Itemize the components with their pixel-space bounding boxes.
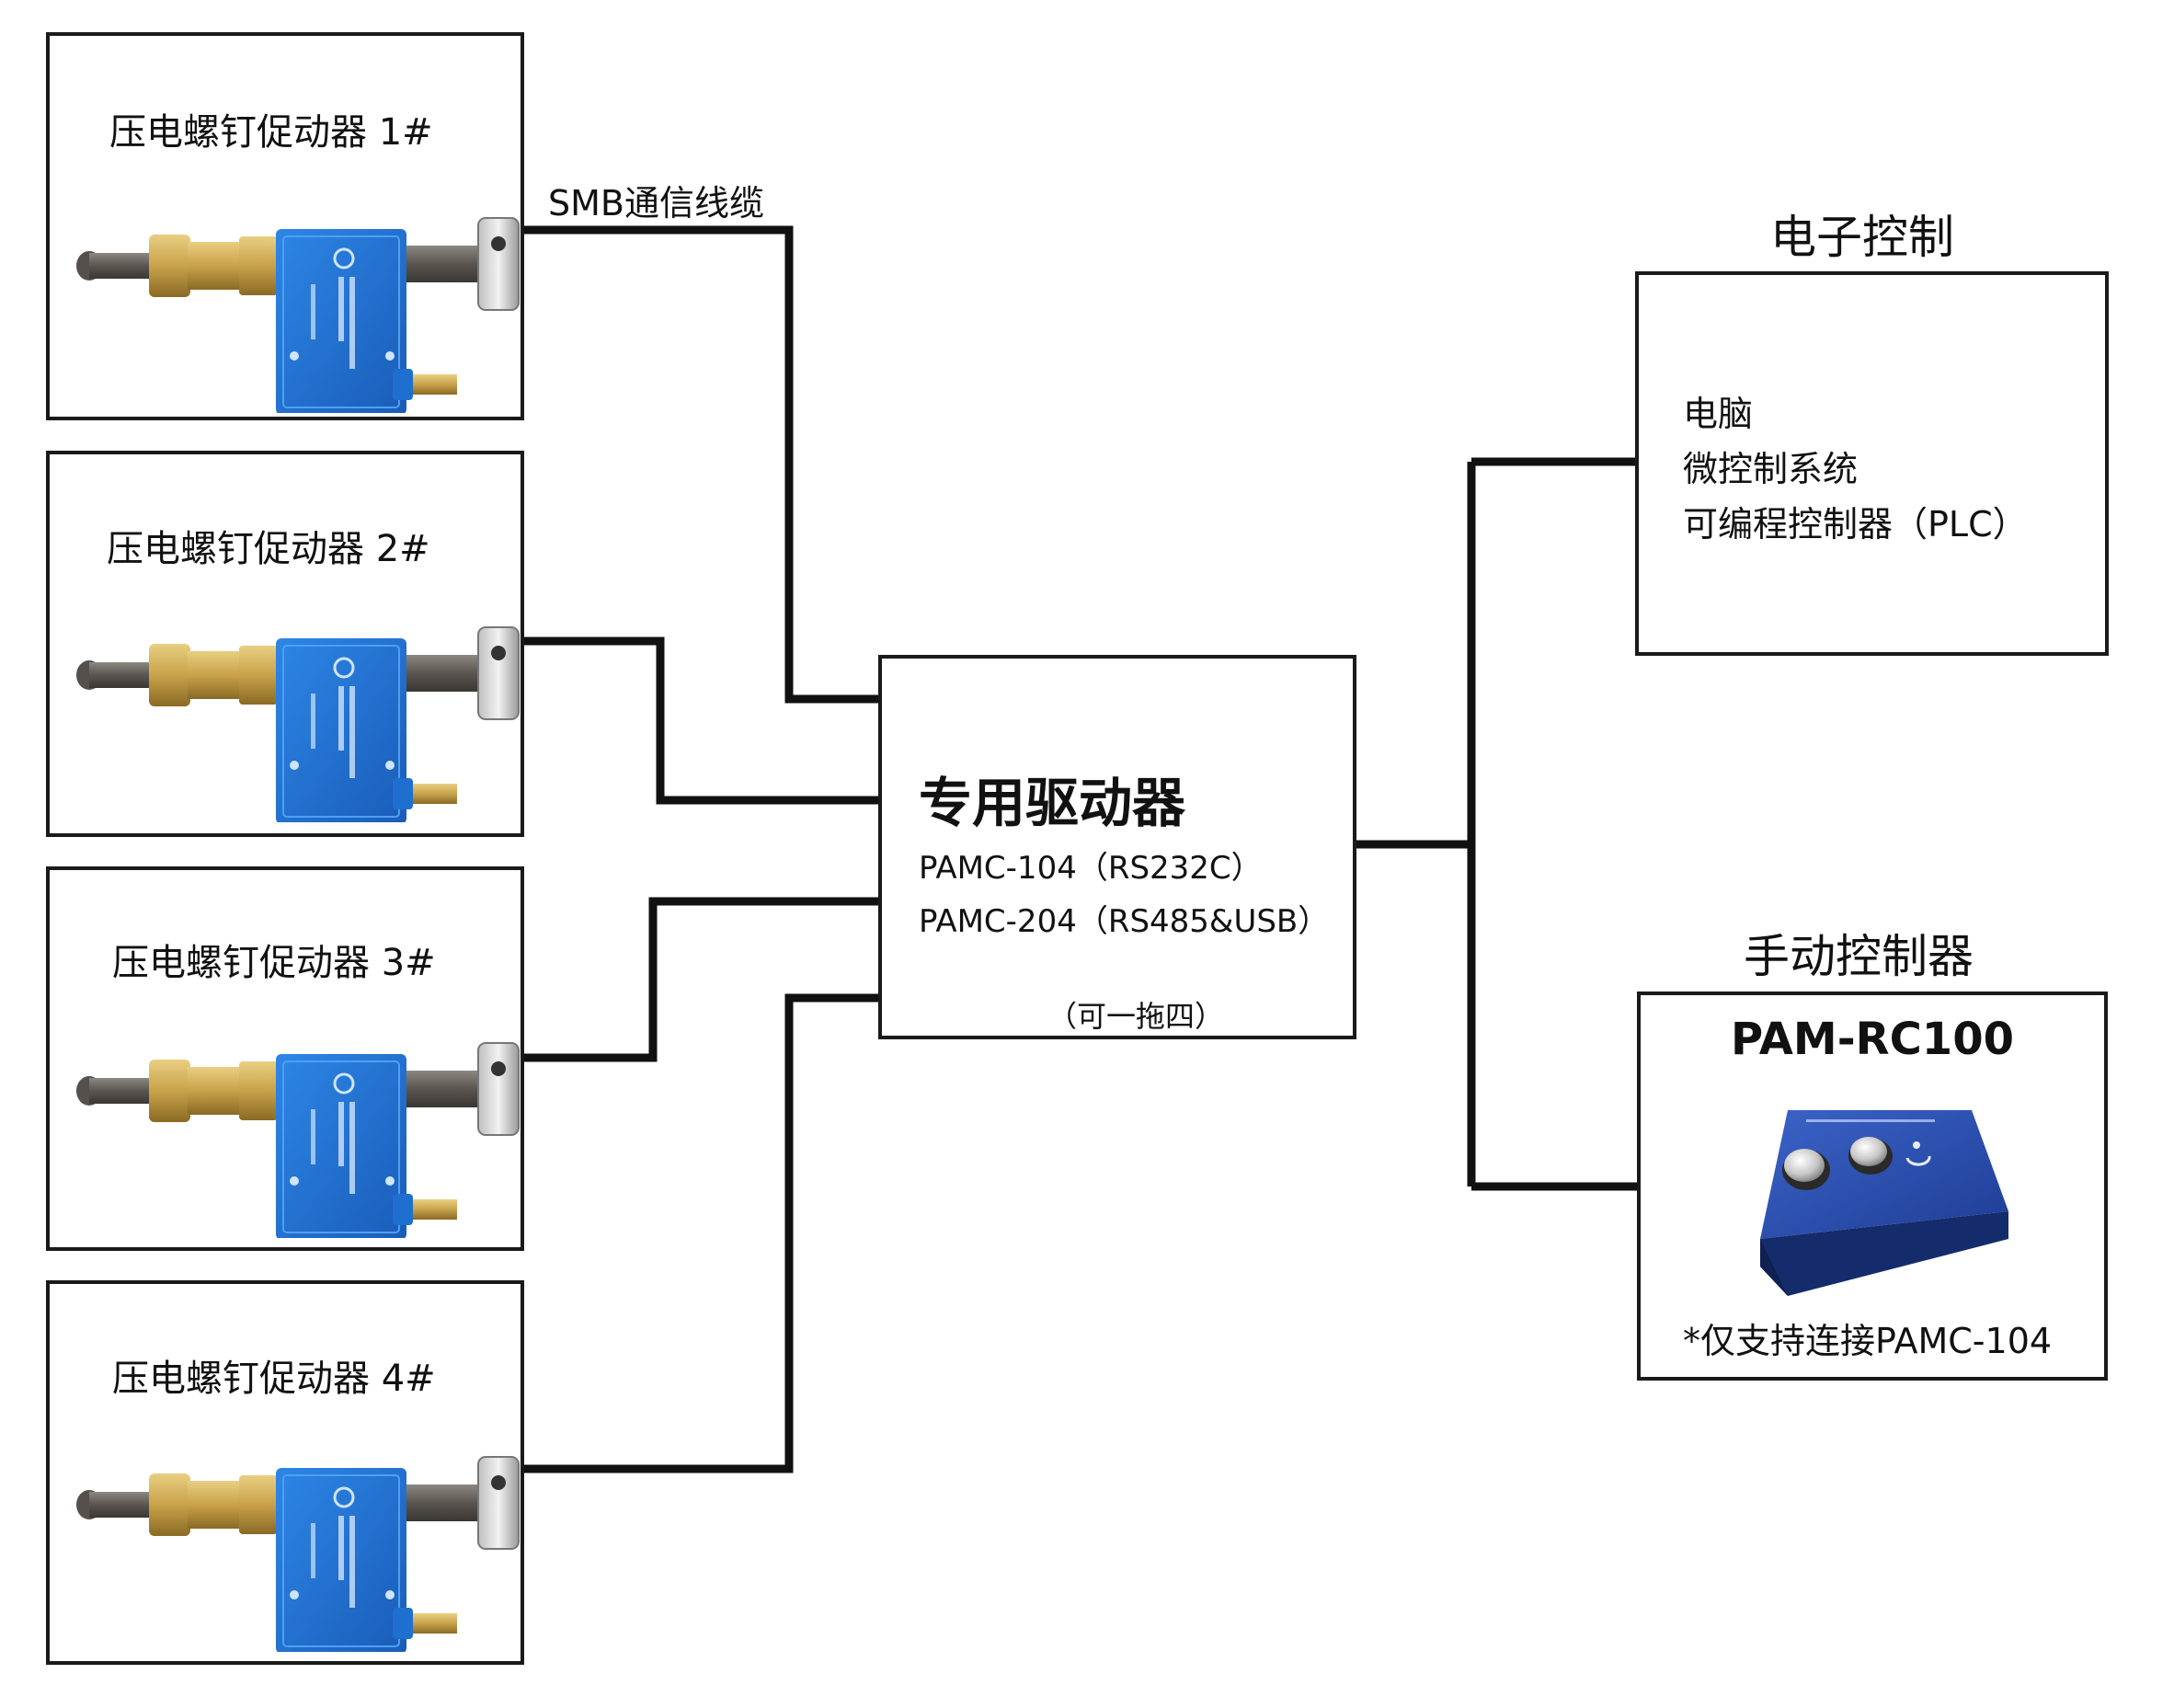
control-item-computer: 电脑 — [1683, 394, 1754, 434]
control-item-microcontroller: 微控制系统 — [1683, 449, 1859, 489]
actuator-title: 压电螺钉促动器 4# — [112, 1358, 436, 1400]
actuator-image — [74, 625, 521, 822]
manual-controller-note: *仅支持连接PAMC-104 — [1683, 1321, 2053, 1361]
driver-model-1: PAMC-104（RS232C） — [919, 850, 1263, 887]
actuator-image — [74, 1455, 521, 1652]
driver-note: （可一拖四） — [1047, 999, 1225, 1034]
wire-actuator-2 — [524, 636, 881, 805]
actuator-title: 压电螺钉促动器 1# — [109, 111, 433, 154]
actuator-title: 压电螺钉促动器 2# — [107, 528, 430, 570]
wire-actuator-1 — [524, 225, 881, 704]
actuator-box-1: 压电螺钉促动器 1# — [46, 32, 524, 420]
electronic-control-box: 电脑 微控制系统 可编程控制器（PLC） — [1635, 271, 2109, 656]
actuator-image — [74, 1041, 521, 1238]
wire-actuator-3 — [524, 897, 881, 1062]
wire-actuator-4 — [524, 993, 881, 1473]
electronic-control-heading: 电子控制 — [1770, 211, 1954, 264]
control-item-plc: 可编程控制器（PLC） — [1683, 504, 2028, 544]
driver-box: 专用驱动器 PAMC-104（RS232C） PAMC-204（RS485&US… — [878, 655, 1356, 1039]
manual-controller-model: PAM-RC100 — [1731, 1014, 2014, 1065]
actuator-title: 压电螺钉促动器 3# — [112, 942, 436, 984]
driver-model-2: PAMC-204（RS485&USB） — [919, 903, 1330, 940]
actuator-box-2: 压电螺钉促动器 2# — [46, 451, 524, 837]
controller-image — [1760, 1110, 2008, 1296]
manual-controller-heading: 手动控制器 — [1744, 930, 1974, 983]
actuator-image — [74, 216, 521, 413]
actuator-box-4: 压电螺钉促动器 4# — [46, 1280, 524, 1665]
actuator-box-3: 压电螺钉促动器 3# — [46, 866, 524, 1251]
manual-controller-box: PAM-RC100 *仅支持连接PAMC-104 — [1637, 992, 2108, 1381]
cable-label: SMB通信线缆 — [548, 183, 764, 224]
driver-title: 专用驱动器 — [919, 772, 1186, 834]
